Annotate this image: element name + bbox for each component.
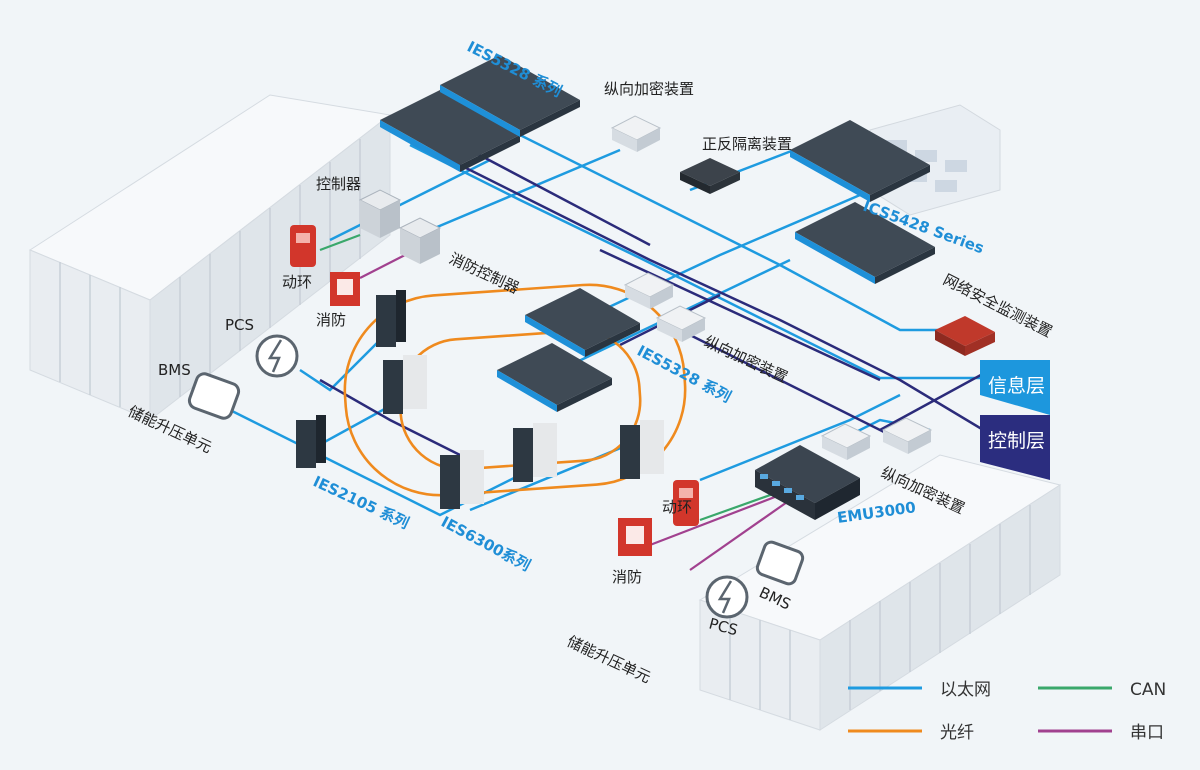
switch-ies5328-top-a[interactable] [380,90,520,172]
encrypt-device-right-b[interactable] [881,417,933,454]
label-fire-left: 消防 [316,311,346,329]
serial-lines [359,254,791,571]
switch-ies5328-top-b[interactable] [440,55,580,137]
pcs-icon-right[interactable] [705,575,749,619]
label-pcs-left: PCS [225,316,254,334]
env-alarm-right[interactable] [673,480,699,526]
label-ies6300: IES6300系列 [438,513,533,575]
isolation-device[interactable] [680,158,740,194]
label-bms-left: BMS [158,361,191,379]
encrypt-device-mid-a[interactable] [623,272,675,309]
container-left [28,94,392,422]
bms-icon-left[interactable] [187,372,241,421]
legend-can-label: CAN [1130,680,1166,700]
layer-banner-control: 控制层 [980,415,1050,480]
switch-ies6300-c[interactable] [440,450,484,509]
layer-info-label: 信息层 [988,375,1045,397]
label-vertical-encrypt-mid: 纵向加密装置 [701,332,790,386]
label-vertical-encrypt-top: 纵向加密装置 [604,80,694,98]
legend-ethernet-label: 以太网 [940,680,991,700]
label-unit-right: 储能升压单元 [564,632,653,686]
emu3000-device[interactable] [755,445,860,520]
net-security-device[interactable] [935,316,995,356]
switch-ies2105[interactable] [296,415,326,468]
label-isolation: 正反隔离装置 [702,135,792,153]
switch-ies6300-a[interactable] [376,290,406,347]
layer-control-label: 控制层 [988,430,1045,452]
label-env-right: 动环 [662,498,692,516]
fire-alarm-right[interactable] [618,518,652,556]
encrypt-device-top[interactable] [610,115,662,152]
label-ies2105: IES2105 系列 [310,472,412,532]
env-alarm-left[interactable] [290,225,316,267]
layer-banner-info: 信息层 [980,360,1050,415]
fire-controller-box[interactable] [398,217,442,264]
switch-ics5428-b[interactable] [795,202,935,284]
legend-fiber-label: 光纤 [940,723,974,743]
encrypt-device-right-a[interactable] [820,423,872,460]
switch-ies6300-e[interactable] [620,420,664,479]
legend: 以太网 CAN 光纤 串口 [848,680,1166,743]
legend-serial-label: 串口 [1130,723,1164,743]
switch-ies6300-d[interactable] [513,423,557,482]
switch-ies6300-b[interactable] [383,355,427,414]
label-env-left: 动环 [282,273,312,291]
switch-ics5428-a[interactable] [790,120,930,202]
label-fire-controller: 消防控制器 [446,249,522,297]
bms-icon-right[interactable] [755,540,805,586]
label-controller: 控制器 [316,175,361,193]
label-fire-right: 消防 [612,568,642,586]
controller-box[interactable] [358,189,402,238]
pcs-icon-left[interactable] [255,334,299,378]
fire-alarm-left[interactable] [330,272,360,306]
container-right [698,454,1062,731]
switch-ies5328-mid-b[interactable] [497,343,612,412]
switch-ies5328-mid-a[interactable] [525,288,640,357]
encrypt-device-mid-b[interactable] [655,305,707,342]
